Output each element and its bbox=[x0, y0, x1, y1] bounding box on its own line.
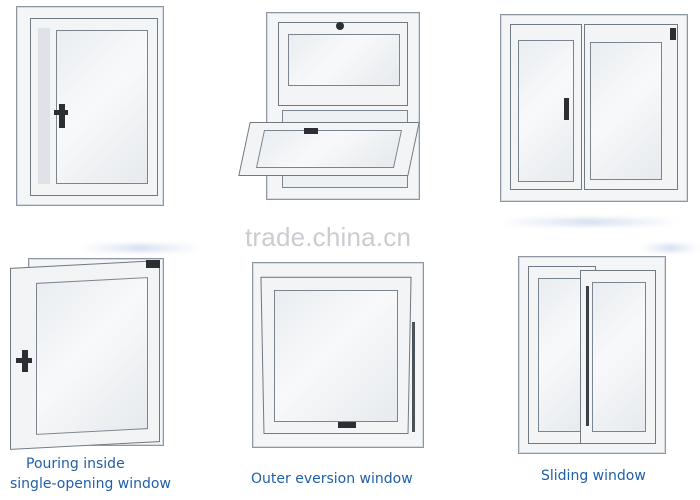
glass-pane bbox=[56, 30, 148, 184]
window-casement-top-left bbox=[16, 6, 164, 206]
handle-icon bbox=[564, 98, 569, 120]
label-inward-window-line2: single-opening window bbox=[10, 476, 171, 492]
window-double-casement-top-right bbox=[500, 14, 690, 204]
label-sliding-window: Sliding window bbox=[541, 468, 646, 484]
handle-icon bbox=[59, 104, 65, 128]
latch-icon bbox=[336, 22, 344, 30]
window-top-hung-top-center bbox=[238, 10, 432, 200]
label-inward-window-line1: Pouring inside bbox=[26, 456, 125, 472]
handle-icon bbox=[338, 422, 356, 428]
window-sliding-bottom-right bbox=[518, 256, 668, 456]
window-awning-bottom-center bbox=[252, 262, 427, 452]
window-inward-single-bottom-left bbox=[8, 254, 168, 450]
label-awning-window: Outer eversion window bbox=[251, 471, 413, 487]
watermark: trade.china.cn bbox=[245, 222, 412, 252]
